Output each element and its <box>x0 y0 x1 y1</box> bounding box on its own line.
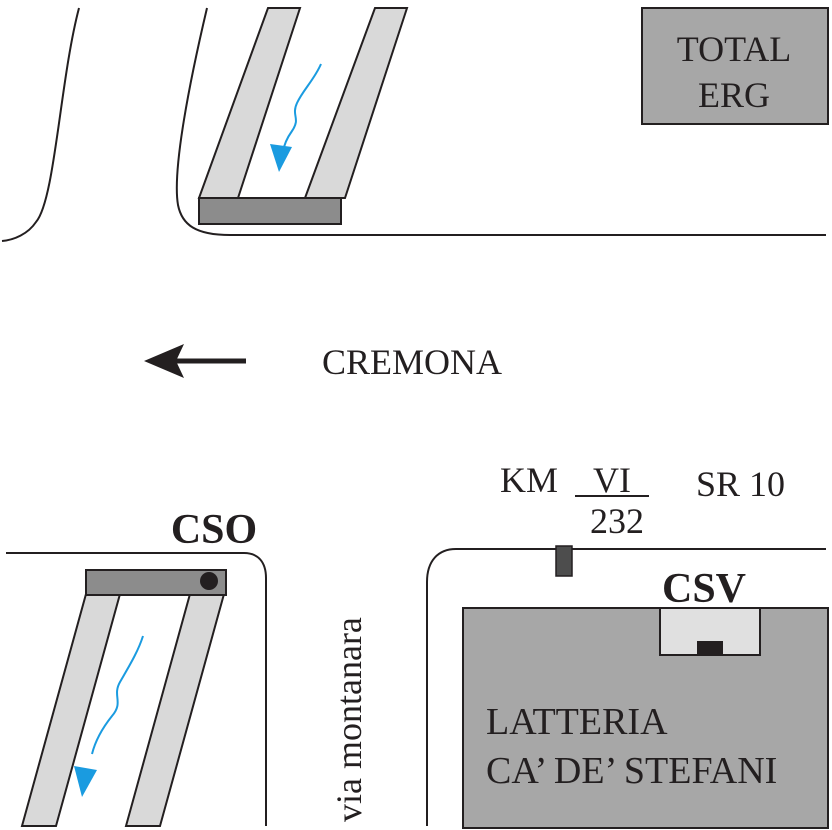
canal-north <box>197 7 409 225</box>
water-flow-icon <box>282 63 322 153</box>
left-arrow-icon <box>144 344 246 378</box>
building-label-line2: CA’ DE’ STEFANI <box>486 750 777 792</box>
canal-south-west <box>20 569 227 827</box>
road-edge-south-east <box>426 548 826 826</box>
road-edge-north <box>175 7 826 236</box>
km-prefix-label: KM <box>500 460 558 500</box>
building-label-line1: LATTERIA <box>486 701 668 743</box>
station-csv-label: CSV <box>662 566 746 612</box>
road-edge-south-west <box>6 552 267 826</box>
total-erg-label-line1: TOTAL <box>677 29 791 69</box>
csv-sampling-point <box>697 641 723 655</box>
water-flow-arrowhead <box>270 144 292 172</box>
road-code-label: SR 10 <box>696 464 785 504</box>
side-street-label: via montanara <box>329 617 369 822</box>
milestone-icon <box>555 545 573 577</box>
total-erg-label-line2: ERG <box>698 75 770 115</box>
road-edge-north-west <box>1 7 80 242</box>
bridge-north <box>198 197 342 225</box>
km-numerator-label: VI <box>593 460 631 500</box>
total-erg-building <box>641 7 829 125</box>
station-cso-label: CSO <box>171 507 257 553</box>
water-flow-arrowhead <box>74 766 97 797</box>
water-flow-icon <box>91 635 144 755</box>
km-denominator-label: 232 <box>590 501 644 541</box>
direction-label: CREMONA <box>322 342 502 382</box>
latteria-building <box>462 607 829 829</box>
dot-icon <box>200 572 218 590</box>
